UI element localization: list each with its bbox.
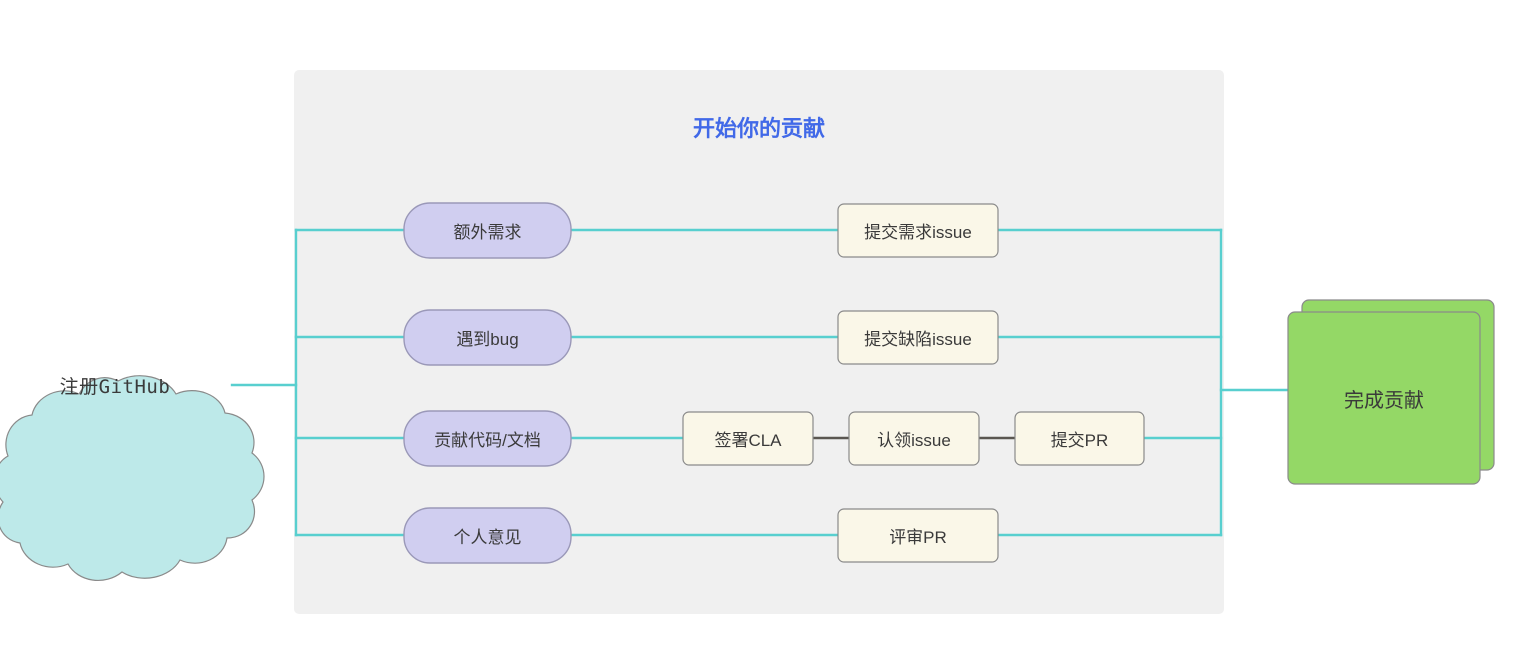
step-node-3-2[interactable] — [848, 411, 980, 466]
branch-node-1[interactable] — [403, 202, 572, 259]
step-node-3-3[interactable] — [1014, 411, 1145, 466]
end-node-front-sheet — [1287, 311, 1481, 485]
step-node-3-1[interactable] — [682, 411, 814, 466]
step-nodes — [682, 203, 1145, 563]
connectors-right — [995, 228, 1290, 537]
step-node-1-1[interactable] — [837, 203, 999, 258]
branch-node-2[interactable] — [403, 309, 572, 366]
page-title: 开始你的贡献 — [692, 116, 825, 141]
branch-node-4[interactable] — [403, 507, 572, 564]
step-node-2-1[interactable] — [837, 310, 999, 365]
start-node-shape[interactable] — [0, 375, 265, 581]
step-node-4-1[interactable] — [837, 508, 999, 563]
end-node-shape[interactable] — [1287, 299, 1495, 485]
branch-nodes — [403, 202, 572, 564]
connectors-left — [230, 228, 406, 537]
connectors-middle — [569, 228, 840, 537]
branch-node-3[interactable] — [403, 410, 572, 467]
